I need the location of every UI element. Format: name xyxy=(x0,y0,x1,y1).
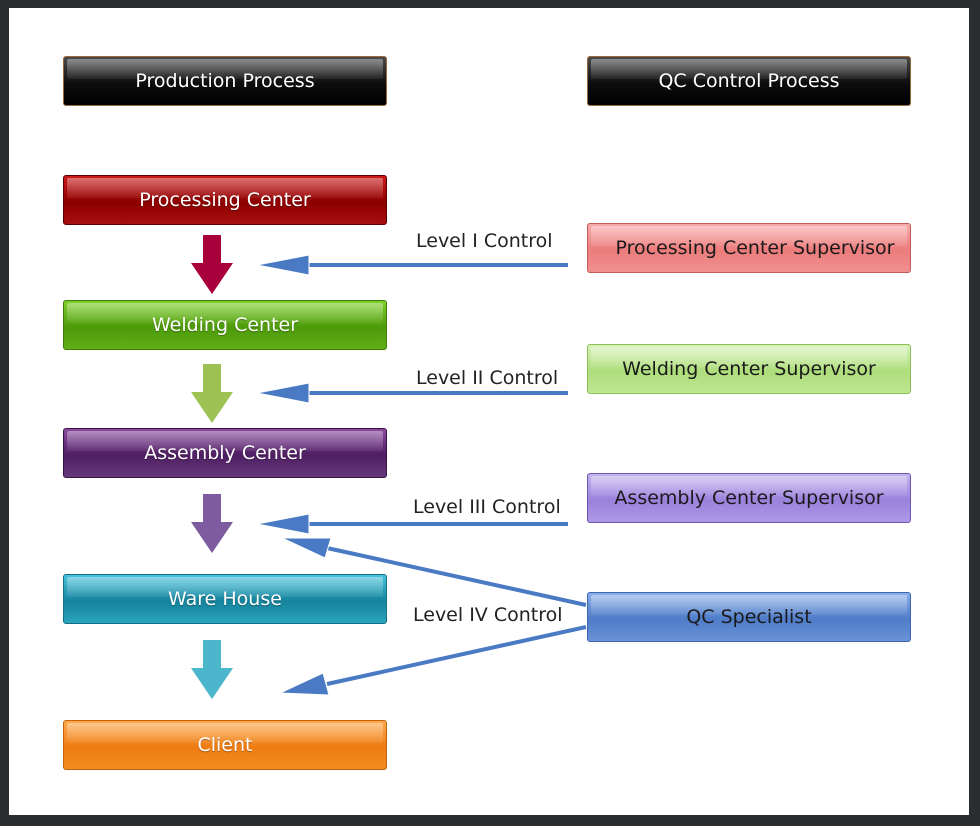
qc-specialist-box: QC Specialist xyxy=(587,592,911,642)
flow-arrow-welding-to-assembly xyxy=(191,364,233,423)
assembly-center-box: Assembly Center xyxy=(63,428,387,478)
processing-center-label: Processing Center xyxy=(139,189,311,211)
control-arrow-level-3 xyxy=(256,513,568,535)
flow-arrow-assembly-to-warehouse xyxy=(191,494,233,553)
assembly-center-supervisor-box: Assembly Center Supervisor xyxy=(587,473,911,523)
level-4-control-label: Level IV Control xyxy=(413,604,563,626)
diagram-canvas: Production Process QC Control Process Pr… xyxy=(9,8,969,815)
qc-control-process-header-label: QC Control Process xyxy=(658,70,840,92)
welding-center-supervisor-box: Welding Center Supervisor xyxy=(587,344,911,394)
processing-center-supervisor-label: Processing Center Supervisor xyxy=(615,237,895,259)
control-arrow-level-2 xyxy=(256,382,568,404)
control-arrow-level-4 xyxy=(279,623,587,696)
flow-arrow-warehouse-to-client xyxy=(191,640,233,699)
processing-center-box: Processing Center xyxy=(63,175,387,225)
control-arrow-level-1 xyxy=(256,254,568,276)
level-2-control-label: Level II Control xyxy=(416,367,559,389)
assembly-center-supervisor-label: Assembly Center Supervisor xyxy=(614,487,884,509)
client-label: Client xyxy=(197,734,253,756)
welding-center-box: Welding Center xyxy=(63,300,387,350)
processing-center-supervisor-box: Processing Center Supervisor xyxy=(587,223,911,273)
welding-center-label: Welding Center xyxy=(151,314,299,336)
qc-specialist-label: QC Specialist xyxy=(686,606,812,628)
assembly-center-label: Assembly Center xyxy=(144,442,306,464)
production-process-header-label: Production Process xyxy=(135,70,315,92)
qc-control-process-header: QC Control Process xyxy=(587,56,911,106)
production-process-header: Production Process xyxy=(63,56,387,106)
client-box: Client xyxy=(63,720,387,770)
level-3-control-label: Level III Control xyxy=(413,496,561,518)
ware-house-box: Ware House xyxy=(63,574,387,624)
control-arrow-qc-to-assembly xyxy=(281,537,587,609)
connector-layer xyxy=(191,235,587,699)
level-1-control-label: Level I Control xyxy=(416,230,553,252)
welding-center-supervisor-label: Welding Center Supervisor xyxy=(622,358,876,380)
ware-house-label: Ware House xyxy=(168,588,282,610)
flow-arrow-processing-to-welding xyxy=(191,235,233,294)
